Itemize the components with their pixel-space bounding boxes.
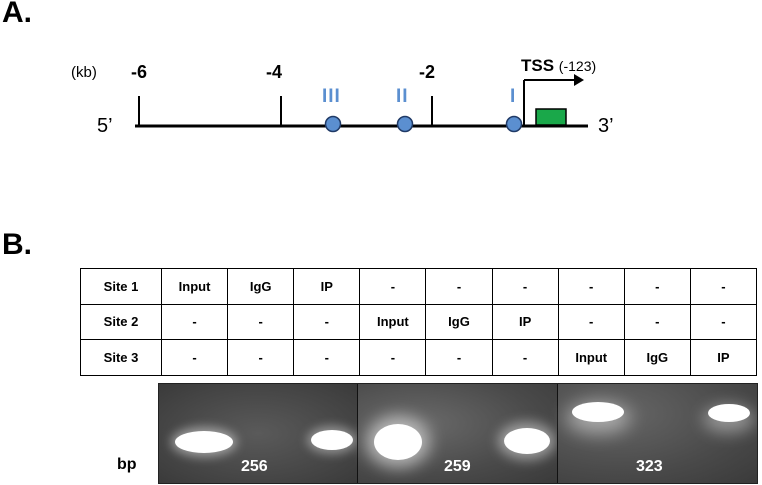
table-cell: - — [623, 268, 691, 305]
kb-unit-label: (kb) — [71, 64, 97, 81]
site-I-circle — [505, 115, 523, 133]
table-row: Site 1 Input IgG IP - - - - - - — [80, 268, 758, 305]
table-cell: Input — [160, 268, 229, 305]
row-header-site-2: Site 2 — [80, 303, 162, 341]
band-site-3-ip — [708, 404, 750, 422]
table-cell: - — [227, 339, 295, 376]
table-cell: - — [293, 339, 361, 376]
gel-panel-site-1: 256 — [159, 384, 357, 483]
site-II-label: II — [396, 86, 409, 107]
row-header-site-3: Site 3 — [80, 339, 162, 376]
tick-label-minus-6: -6 — [131, 62, 148, 82]
site-II-circle — [396, 115, 414, 133]
product-size-site-1: 256 — [241, 458, 268, 475]
band-site-1-input — [175, 431, 233, 453]
tss-position: (-123) — [558, 58, 597, 74]
five-prime-label: 5’ — [97, 115, 113, 137]
table-cell: IgG — [623, 339, 691, 376]
tss-label: TSS (-123) — [521, 56, 596, 76]
gel-divider — [557, 384, 558, 483]
promoter-map — [135, 74, 588, 133]
three-prime-label: 3’ — [598, 115, 614, 137]
table-row: Site 3 - - - - - - Input IgG IP — [80, 339, 758, 376]
table-cell: - — [293, 303, 361, 341]
table-cell: - — [557, 268, 625, 305]
band-site-2-input — [374, 424, 422, 460]
table-cell: - — [491, 339, 559, 376]
table-cell: IgG — [227, 268, 295, 305]
product-size-site-3: 323 — [636, 458, 663, 475]
bp-axis-label: bp — [117, 456, 137, 473]
band-site-1-ip — [311, 430, 353, 450]
product-size-site-2: 259 — [444, 458, 471, 475]
table-cell: Input — [557, 339, 625, 376]
exon-box — [535, 108, 567, 126]
tss-text: TSS — [521, 56, 555, 75]
gel-divider — [357, 384, 358, 483]
band-site-3-input — [572, 402, 624, 422]
table-cell: Input — [359, 303, 427, 341]
gel-panel-site-3: 323 — [558, 384, 757, 483]
table-cell: - — [160, 339, 229, 376]
table-cell: IP — [491, 303, 559, 341]
table-cell: - — [689, 268, 758, 305]
tick-label-minus-2: -2 — [419, 62, 436, 82]
table-cell: - — [491, 268, 559, 305]
site-I-label: I — [510, 86, 517, 107]
band-site-2-ip — [504, 428, 550, 454]
table-cell: - — [623, 303, 691, 341]
gel-panel-site-2: 259 — [358, 384, 557, 483]
row-header-site-1: Site 1 — [80, 268, 162, 305]
table-cell: - — [425, 339, 493, 376]
panel-b-label: B. — [2, 228, 32, 261]
site-III-circle — [324, 115, 342, 133]
panel-a-label: A. — [2, 0, 32, 29]
site-III-label: III — [322, 86, 341, 107]
table-row: Site 2 - - - Input IgG IP - - - — [80, 303, 758, 341]
tick-label-minus-4: -4 — [266, 62, 283, 82]
chip-conditions-table: Site 1 Input IgG IP - - - - - - Site 2 -… — [80, 268, 758, 376]
table-cell: IP — [293, 268, 361, 305]
table-cell: - — [160, 303, 229, 341]
table-cell: - — [557, 303, 625, 341]
table-cell: IgG — [425, 303, 493, 341]
agarose-gel-image: 256 259 323 — [158, 383, 758, 484]
tss-arrowhead — [574, 74, 584, 86]
table-cell: - — [227, 303, 295, 341]
table-cell: IP — [689, 339, 758, 376]
table-cell: - — [689, 303, 758, 341]
table-cell: - — [359, 268, 427, 305]
table-cell: - — [359, 339, 427, 376]
table-cell: - — [425, 268, 493, 305]
